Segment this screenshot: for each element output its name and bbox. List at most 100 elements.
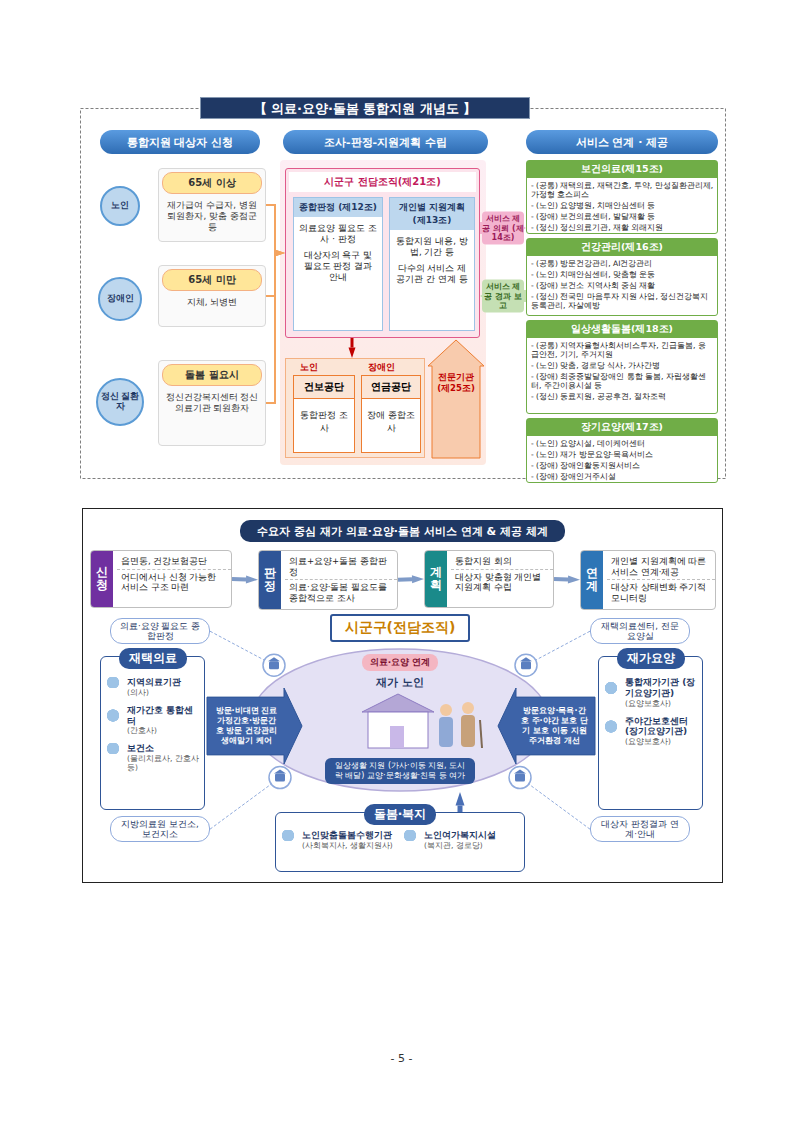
node-heading: 노인: [300, 361, 318, 374]
node-heading: 조사-판정-지원계획 수립: [324, 135, 447, 150]
process-step: 신청읍면동, 건강보험공단어디에서나 신청 가능한 서비스 구조 마련: [90, 550, 232, 608]
service-icon: [515, 654, 537, 676]
node-text: - (노인) 재가 방문요양·목욕서비스: [527, 449, 717, 460]
node-text: 통합재가기관 (장기요양기관): [603, 677, 698, 699]
node-text: 대상자 맞춤형 개인별 지원계획 수립: [451, 570, 553, 595]
target-box: 65세 이상재가급여 수급자, 병원 퇴원환자, 맞춤 중점군 등: [158, 168, 266, 242]
edge-label: 서비스 제공 의뢰 (제14조): [482, 212, 524, 245]
node-heading: 건보공단: [294, 376, 354, 399]
node-heading: 의료·요양 연계: [362, 654, 439, 671]
node-heading: 일상생활돌봄(제18조): [527, 321, 717, 338]
up-arrow: 전문기관 (제25조): [428, 340, 484, 458]
node-heading: 장기요양(제17조): [527, 419, 717, 436]
node-text: (물리치료사, 간호사 등): [105, 754, 200, 772]
node-text: 재가간호 통합센터: [105, 705, 200, 727]
service-group: 건강관리(제16조)- (공통) 방문건강관리, AI건강관리- (노인) 치매…: [526, 238, 718, 316]
service-group: 장기요양(제17조) - (노인) 요양시설, 데이케어센터- (노인) 재가 방…: [526, 418, 718, 483]
node-text: 보건소: [105, 743, 200, 754]
node-heading: 보건의료(제15조): [527, 161, 717, 178]
node-heading: 전문기관 (제25조): [436, 372, 476, 393]
node-text: - (장애) 보건의료센터, 발달재활 등: [527, 211, 717, 222]
provider-group: 돌봄·복지노인맞춤돌봄수행기관(사회복지사, 생활지원사)노인여가복지시설(복지…: [275, 812, 525, 872]
node-text: 노인맞춤돌봄수행기관: [280, 830, 398, 841]
target-box: 65세 미만지체, 뇌병변: [158, 265, 266, 327]
person-icon: 장애인: [98, 277, 142, 321]
node-heading: 돌봄·복지: [364, 804, 437, 825]
node-text: - (공통) 재택의료, 재택간호, 투약, 만성질환관리제, 가정형 호스피스: [527, 180, 717, 200]
node-text: - (노인) 요양시설, 데이케어센터: [527, 438, 717, 449]
process-step: 계획 통합지원 회의대상자 맞춤형 개인별 지원계획 수립: [424, 550, 554, 608]
arrow-body: [498, 688, 595, 764]
node-text: (의사): [105, 688, 200, 697]
node-heading: 정신 질환자: [98, 392, 142, 412]
service-icon: [509, 767, 531, 789]
node-text: 장애인: [368, 361, 395, 374]
edge-label: 서비스 제공 경과 보고: [482, 280, 524, 313]
node-text: 개인별 지원계획에 따른 서비스 연계·제공: [607, 554, 715, 580]
section-frame: [83, 509, 723, 883]
node-heading: 65세 미만: [162, 269, 262, 291]
service-icon: [269, 767, 291, 789]
node-text: 일상생활 지원 (가사·이동 지원, 도시락 배달) 교양·문화생활·친목 등 …: [325, 758, 475, 784]
arrowhead: [276, 250, 285, 256]
service-group: 일상생활돌봄(제18조) - (공통) 지역자율형사회서비스투자, 긴급돌봄, 응…: [526, 320, 718, 414]
node-heading: 연금공단: [362, 376, 420, 399]
node-text: - (장애) 장애인거주시설: [527, 471, 717, 482]
node-text: 의료요양 필요도 조사 · 판정: [298, 223, 378, 244]
service-icon: [263, 654, 285, 676]
agency-panel: 시군구 전담조직(제21조)종합판정 (제12조)의료요양 필요도 조사 · 판…: [285, 168, 480, 338]
connector: [351, 338, 354, 348]
callout-pill: 대상자 판정결과 연계·안내: [590, 816, 690, 842]
diagram-title: 【 의료·요양·돌봄 통합지원 개념도 】: [200, 97, 530, 119]
arrow-body: [207, 688, 302, 764]
node-text: 의료·요양·돌봄 필요도를 종합적으로 조사: [285, 580, 397, 605]
node-heading: 65세 이상: [162, 172, 262, 194]
node-text: - (정신) 동료지원, 공공후견, 절차조력: [527, 391, 717, 402]
node-text: 주야간보호센터 (장기요양기관): [603, 716, 698, 738]
node-text: (사회복지사, 생활지원사): [280, 841, 398, 850]
section-header: 수요자 중심 재가 의료·요양·돌봄 서비스 연계 & 제공 체계: [240, 520, 565, 542]
agency-box: 연금공단장애 종합조사: [361, 375, 421, 453]
provider-group: 재택의료지역의료기관(의사)재가간호 통합센터(간호사)보건소(물리치료사, 간…: [100, 656, 205, 810]
page-number: - 5 -: [0, 1052, 803, 1065]
node-text: 노인여가복지시설: [402, 830, 520, 841]
node-heading: 재택의료: [119, 648, 187, 669]
node-text: 대상자의 욕구 및 필요도 판정 결과 안내: [298, 250, 378, 282]
node-text: 정신건강복지센터 정신의료기관 퇴원환자: [162, 392, 262, 414]
connector: [520, 778, 590, 830]
node-text: - (공통) 지역자율형사회서비스투자, 긴급돌봄, 응급안전, 기기, 주거지…: [527, 340, 717, 360]
person-icon: 정신 질환자: [96, 378, 144, 426]
agency-box: 건보공단통합판정 조사: [293, 375, 355, 453]
node-heading: 계획: [430, 566, 442, 592]
middle-ground: [280, 160, 486, 465]
node-text: 지체, 뇌병변: [162, 297, 262, 308]
arrowhead: [349, 348, 356, 359]
column-header: 조사-판정-지원계획 수립: [283, 130, 488, 154]
node-text: 다수의 서비스 제공기관 간 연계 등: [394, 263, 470, 284]
process-step: 판정의료+요양+돌봄 종합판정의료·요양·돌봄 필요도를 종합적으로 조사: [258, 550, 398, 610]
node-text: (간호사): [105, 726, 200, 735]
arrowhead: [276, 250, 285, 256]
node-text: 통합판정 조사: [296, 409, 352, 435]
arrowhead: [568, 575, 580, 583]
connector: [266, 253, 276, 403]
node-text: 지역의료기관: [105, 677, 200, 688]
connector: [398, 577, 412, 581]
node-heading: 지방의료원 보건소, 보건지소: [117, 819, 203, 839]
service-arrow: 방문·비대면 진료 가정간호·방문간호 방문 건강관리 생애말기 케어: [207, 688, 302, 764]
node-heading: 종합판정 (제12조): [294, 198, 382, 217]
agency-band: 노인장애인건보공단통합판정 조사연금공단장애 종합조사: [285, 358, 425, 458]
task-box: 개인별 지원계획 (제13조)통합지원 내용, 방법, 기간 등다수의 서비스 …: [389, 197, 475, 331]
node-text: (요양보호사): [603, 737, 698, 746]
node-heading: 통합지원 대상자 신청: [127, 135, 234, 150]
node-text: 장애 종합조사: [364, 409, 418, 435]
node-text: 통합지원 회의: [451, 554, 553, 570]
node-text: 재가급여 수급자, 병원 퇴원환자, 맞춤 중점군 등: [162, 200, 262, 233]
node-heading: 재가요양: [617, 648, 685, 669]
node-heading: 방문·비대면 진료 가정간호·방문간호 방문 건강관리 생애말기 케어: [213, 706, 280, 746]
connector: [554, 577, 568, 581]
node-text: 어디에서나 신청 가능한 서비스 구조 마련: [117, 570, 231, 595]
arrowhead: [276, 250, 285, 256]
node-heading: 판정: [264, 567, 276, 593]
